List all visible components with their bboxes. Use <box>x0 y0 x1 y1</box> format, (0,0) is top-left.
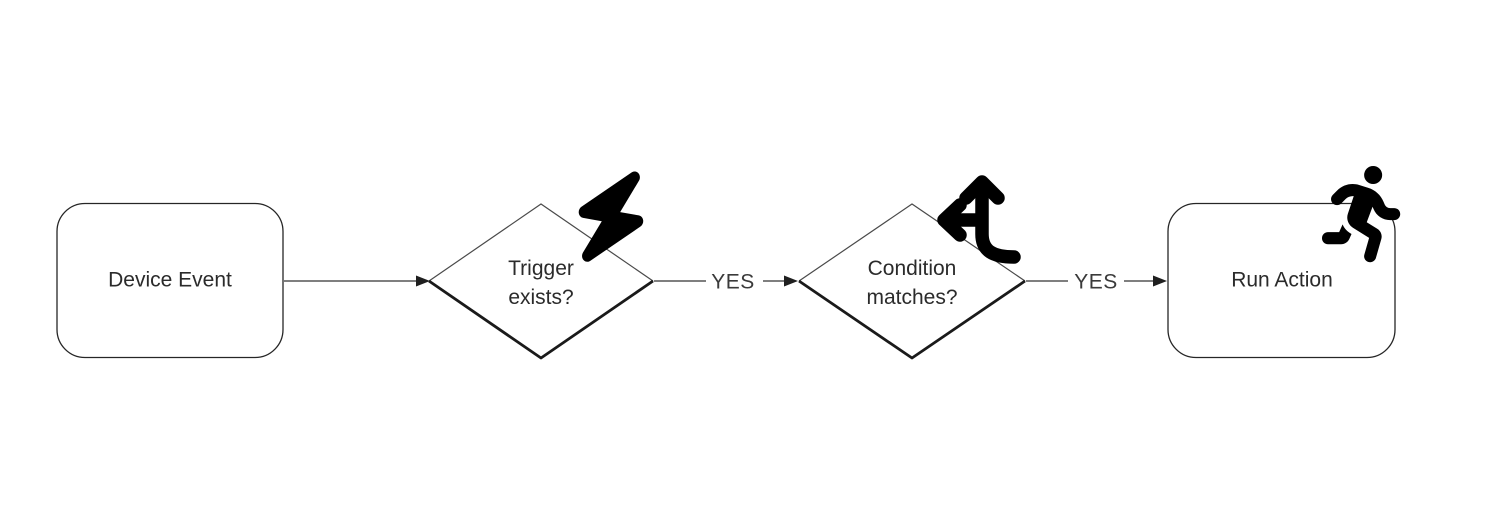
running-person-icon <box>1322 166 1401 263</box>
edge-condition-to-action <box>1026 275 1167 287</box>
arrowhead <box>784 275 798 287</box>
diamond-fill <box>799 204 1025 358</box>
edge-device-to-trigger <box>284 275 430 287</box>
split-arrows-icon <box>937 175 1021 264</box>
diamond-top-edges <box>428 203 654 282</box>
arrowhead <box>1153 275 1167 287</box>
diamond-bottom-edges <box>428 279 654 360</box>
split-arrows-up-head <box>959 175 1005 205</box>
arrowhead <box>416 275 430 287</box>
edge-trigger-to-condition <box>654 275 798 287</box>
diamond-bottom-edges <box>798 279 1026 360</box>
split-arrows-left-head <box>937 198 967 242</box>
lightning-bolt-icon <box>578 171 644 262</box>
split-arrows-stem <box>975 176 1021 264</box>
node-device-event <box>56 202 284 359</box>
node-condition-matches <box>798 203 1026 360</box>
